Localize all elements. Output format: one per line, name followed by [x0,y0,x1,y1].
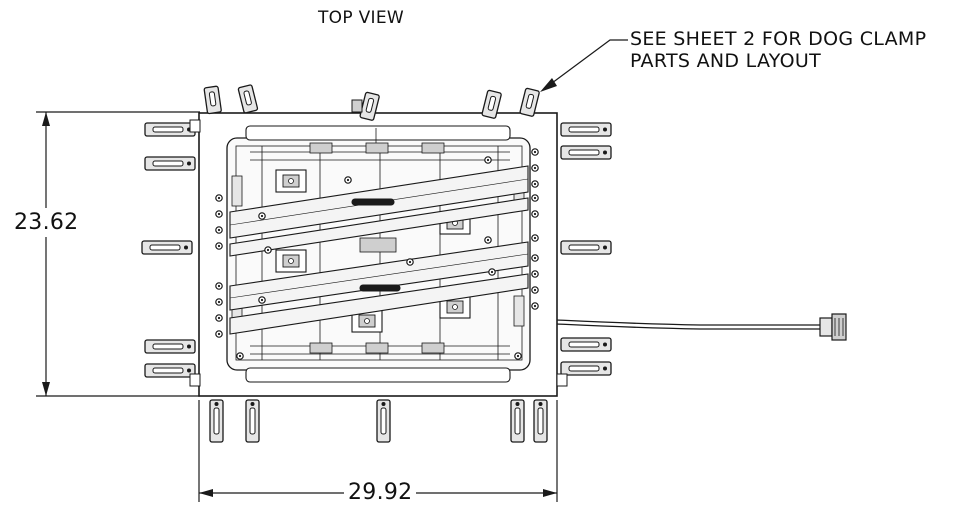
note-leader [540,39,628,92]
dog-clamp-icon [209,399,548,443]
view-title: TOP VIEW [318,8,405,28]
cable-connector-icon [556,313,847,341]
dimension-height-value: 23.62 [12,208,81,237]
note-text-line2: PARTS AND LAYOUT [630,50,822,72]
note-text-line1: SEE SHEET 2 FOR DOG CLAMP [630,28,927,50]
dimension-width-value: 29.92 [344,480,417,505]
dog-clamp-icon [203,83,541,122]
dog-clamp-icon [141,122,196,378]
internal-mechanism [231,128,525,360]
dog-clamp-icon [560,122,612,376]
diagonal-rails [229,165,529,335]
dimension-height [36,111,200,397]
corner-tabs [189,119,568,387]
